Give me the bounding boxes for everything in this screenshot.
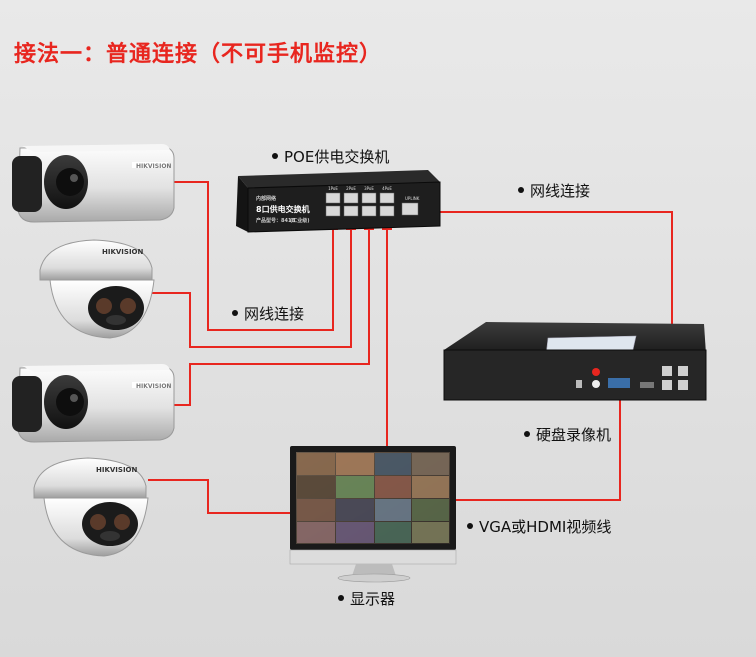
dome-camera-icon: HIKVISION <box>34 458 148 556</box>
port-label-3: 3PoE <box>364 186 374 191</box>
camera-4-brand: HIKVISION <box>96 466 138 474</box>
nvr-caption: 硬盘录像机 <box>524 424 611 445</box>
bullet-dot-icon <box>518 187 524 193</box>
cable-caption-top: 网线连接 <box>518 180 590 201</box>
bullet-camera-icon: HIKVISION <box>12 144 174 222</box>
port-label-2: 2PoE <box>346 186 356 191</box>
bullet-dot-icon <box>467 523 473 529</box>
switch-caption: POE供电交换机 <box>272 146 389 167</box>
bullet-dot-icon <box>232 310 238 316</box>
monitor-video-grid <box>297 453 449 543</box>
nvr-icon <box>444 322 706 400</box>
camera-3-brand: HIKVISION <box>136 383 171 390</box>
uplink-label: UPLINK <box>405 196 420 201</box>
camera-1-brand: HIKVISION <box>136 163 171 170</box>
bullet-dot-icon <box>272 153 278 159</box>
video-cable-caption: VGA或HDMI视频线 <box>467 516 611 537</box>
port-label-4: 4PoE <box>382 186 392 191</box>
camera-2-brand: HIKVISION <box>102 248 144 256</box>
switch-vendor: 内部网络 <box>256 195 276 202</box>
uplink-port <box>402 203 418 215</box>
bullet-camera-icon: HIKVISION <box>12 364 174 442</box>
monitor-icon <box>290 446 456 582</box>
switch-spec-suffix: (工业级) <box>290 217 310 224</box>
switch-model: 8口供电交换机 <box>256 204 310 214</box>
cable-nvr-monitor <box>455 392 620 500</box>
cable-camera-2 <box>148 225 351 347</box>
monitor-caption: 显示器 <box>338 588 395 609</box>
cable-caption-left: 网线连接 <box>232 303 304 324</box>
poe-switch-icon: 内部网络 8口供电交换机 产品型号：8418 (工业级) 1PoE 2PoE 3… <box>236 170 440 232</box>
port-label-1: 1PoE <box>328 186 338 191</box>
dome-camera-icon: HIKVISION <box>40 240 154 338</box>
bullet-dot-icon <box>338 595 344 601</box>
page-title: 接法一：普通连接（不可手机监控） <box>14 36 382 68</box>
bullet-dot-icon <box>524 431 530 437</box>
